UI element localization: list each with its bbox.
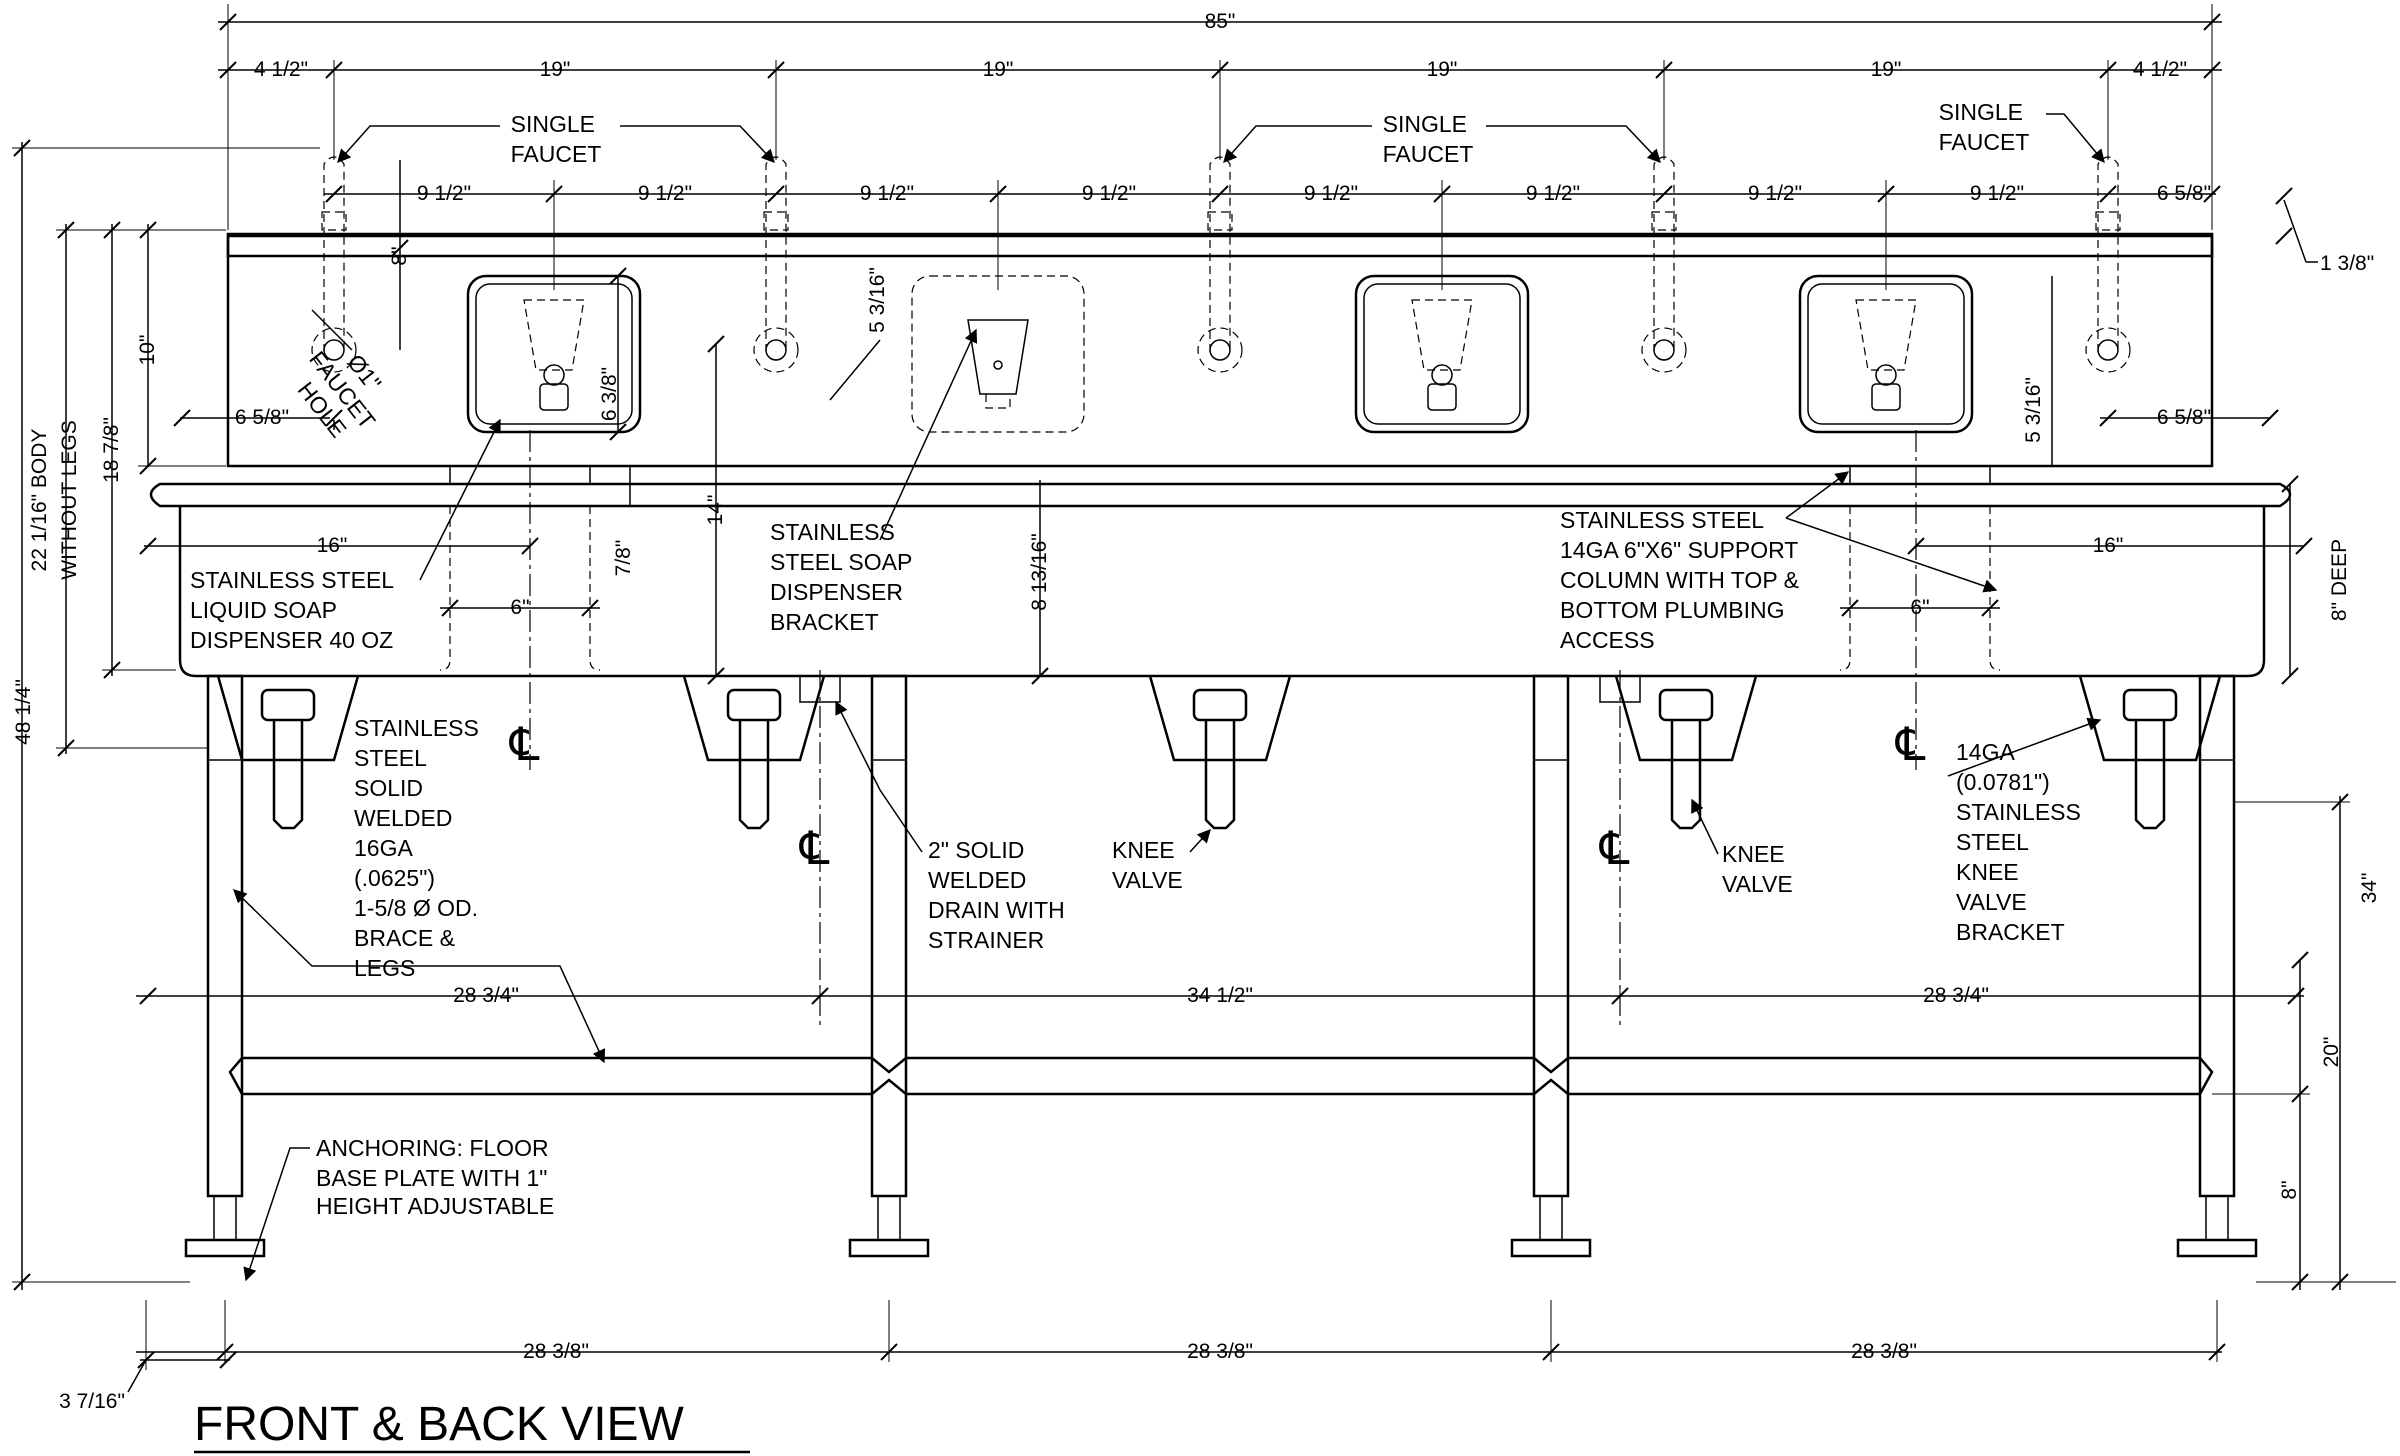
- dim-6-3-8: 6 3/8": [598, 367, 621, 421]
- knee-valve-2: [682, 675, 826, 830]
- faucet-3: [1197, 156, 1243, 373]
- centerline-mark-1: ℄: [509, 718, 540, 770]
- dim-half-4: 9 1/2": [1082, 182, 1136, 205]
- view-title-text: FRONT & BACK VIEW: [194, 1398, 685, 1451]
- single-faucet-label-2: SINGLE FAUCET: [1383, 111, 1474, 167]
- dim-8-deep: 8" DEEP: [2328, 539, 2351, 621]
- knee-valve-label-1: KNEE VALVE: [1112, 837, 1183, 893]
- dim-10: 10": [136, 335, 159, 366]
- backsplash: [226, 234, 2214, 468]
- dim-half-2: 9 1/2": [638, 182, 692, 205]
- knee-valve-label-2: KNEE VALVE: [1722, 841, 1793, 897]
- dim-8-13-16: 8 13/16": [1028, 533, 1051, 611]
- leg-2: [870, 674, 908, 1198]
- leg-1: [206, 674, 244, 1198]
- faucets: [311, 156, 2131, 373]
- knee-valve-1: [216, 675, 360, 830]
- dim-end-6-5-8-top: 6 5/8": [2157, 182, 2211, 205]
- drain-label: 2" SOLID WELDED DRAIN WITH STRAINER: [928, 837, 1071, 953]
- dim-spacing-4: 19": [1871, 58, 1902, 81]
- centerline-mark-2: ℄: [799, 822, 830, 874]
- faucet-1: [311, 156, 357, 373]
- sink-bowl: [178, 506, 2266, 678]
- legs-label: STAINLESS STEEL SOLID WELDED 16GA (.0625…: [354, 715, 485, 981]
- soap-dispenser-3: [1798, 274, 1974, 434]
- dim-28-3-4-right: 28 3/4": [1923, 984, 1989, 1007]
- dim-half-1: 9 1/2": [417, 182, 471, 205]
- dim-20: 20": [2320, 1037, 2343, 1068]
- dim-16-left: 16": [317, 534, 348, 557]
- dim-faucet-8: 8": [388, 246, 411, 265]
- left-vertical-dimensions: 48 1/4" 22 1/16" BODY WITHOUT LEGS 18 7/…: [12, 139, 411, 1413]
- dim-body-height-sub: WITHOUT LEGS: [58, 420, 81, 579]
- soap-bracket-label: STAINLESS STEEL SOAP DISPENSER BRACKET: [770, 519, 918, 635]
- dim-spacing-1: 19": [540, 58, 571, 81]
- knee-valve-3: [1148, 675, 1292, 830]
- dim-half-7: 9 1/2": [1748, 182, 1802, 205]
- dim-8-bottom: 8": [2278, 1180, 2301, 1199]
- dim-end-right: 4 1/2": [2133, 58, 2187, 81]
- foot-plates: [184, 1195, 2258, 1258]
- soap-dispenser-bracket: [911, 275, 1085, 433]
- soap-dispensers: [466, 274, 1974, 434]
- view-title: FRONT & BACK VIEW: [194, 1398, 750, 1454]
- single-faucet-label-1: SINGLE FAUCET: [511, 111, 602, 167]
- dim-total-height: 48 1/4": [12, 679, 35, 745]
- dim-6-left: 6": [510, 596, 529, 619]
- right-vertical-dimensions: 34" 20" 8": [2212, 793, 2396, 1291]
- faucet-4: [1641, 156, 1687, 373]
- liquid-soap-label: STAINLESS STEEL LIQUID SOAP DISPENSER 40…: [190, 567, 400, 653]
- sink-body: [149, 232, 2292, 678]
- dim-half-3: 9 1/2": [860, 182, 914, 205]
- dim-28-3-8-1: 28 3/8": [523, 1340, 589, 1363]
- dim-end-left: 4 1/2": [254, 58, 308, 81]
- dim-28-3-4-left: 28 3/4": [453, 984, 519, 1007]
- dim-7-8: 7/8": [612, 540, 635, 577]
- dim-spacing-2: 19": [983, 58, 1014, 81]
- dim-6-5-8-right: 6 5/8": [2157, 406, 2211, 429]
- dim-overall-width: 85": [1205, 10, 1236, 33]
- centerline-mark-3: ℄: [1599, 822, 1630, 874]
- dim-6-5-8-left: 6 5/8": [235, 406, 289, 429]
- leg-4: [2198, 674, 2236, 1198]
- dim-3-7-16: 3 7/16": [59, 1390, 125, 1413]
- dim-28-3-8-3: 28 3/8": [1851, 1340, 1917, 1363]
- knee-bracket-label: 14GA (0.0781") STAINLESS STEEL KNEE VALV…: [1956, 739, 2087, 945]
- dim-spacing-3: 19": [1427, 58, 1458, 81]
- top-dimensions: 85" 4 1/2" 19" 19" 19" 19" 4 1/2": [218, 4, 2222, 290]
- center-lines: ℄ ℄ ℄ ℄: [509, 430, 1926, 1030]
- knee-valve-4: [1614, 675, 1758, 830]
- callouts: SINGLE FAUCET SINGLE FAUCET SINGLE FAUCE…: [190, 99, 2105, 1282]
- dim-16-right: 16": [2093, 534, 2124, 557]
- dim-5-3-16-left: 5 3/16": [866, 267, 889, 333]
- dim-28-3-8-2: 28 3/8": [1187, 1340, 1253, 1363]
- dim-half-5: 9 1/2": [1304, 182, 1358, 205]
- dim-1-3-8: 1 3/8": [2320, 252, 2374, 275]
- dim-half-6: 9 1/2": [1526, 182, 1580, 205]
- dim-6-right: 6": [1910, 596, 1929, 619]
- dim-body-height: 22 1/16" BODY: [28, 429, 51, 572]
- dim-34-1-2: 34 1/2": [1187, 984, 1253, 1007]
- centerline-mark-4: ℄: [1895, 718, 1926, 770]
- sink-rim: [149, 482, 2292, 508]
- horizontal-bottom-dimensions: 28 3/4" 34 1/2" 28 3/4" 28 3/8" 28 3/8" …: [136, 984, 2305, 1363]
- dim-34: 34": [2358, 873, 2381, 904]
- dim-18-7-8: 18 7/8": [100, 417, 123, 483]
- dim-5-3-16-right: 5 3/16": [2022, 377, 2045, 443]
- dim-half-8: 9 1/2": [1970, 182, 2024, 205]
- bowl-dimensions: 6 3/8" 5 3/16" 5 3/16" 1 3/8" 6 5/8" 16"…: [139, 187, 2374, 685]
- dim-14: 14": [704, 495, 727, 526]
- faucet-2: [753, 156, 799, 373]
- legs-and-braces: [184, 674, 2258, 1258]
- faucet-5: [2085, 156, 2131, 373]
- single-faucet-label-3: SINGLE FAUCET: [1939, 99, 2030, 155]
- backsplash-top-edge: [226, 232, 2214, 258]
- lower-brace: [228, 1056, 2214, 1096]
- soap-dispenser-2: [1354, 274, 1530, 434]
- anchoring-label: ANCHORING: FLOOR BASE PLATE WITH 1" HEIG…: [316, 1135, 555, 1219]
- support-column-label: STAINLESS STEEL 14GA 6"X6" SUPPORT COLUM…: [1560, 507, 1805, 653]
- leg-3: [1532, 674, 1570, 1198]
